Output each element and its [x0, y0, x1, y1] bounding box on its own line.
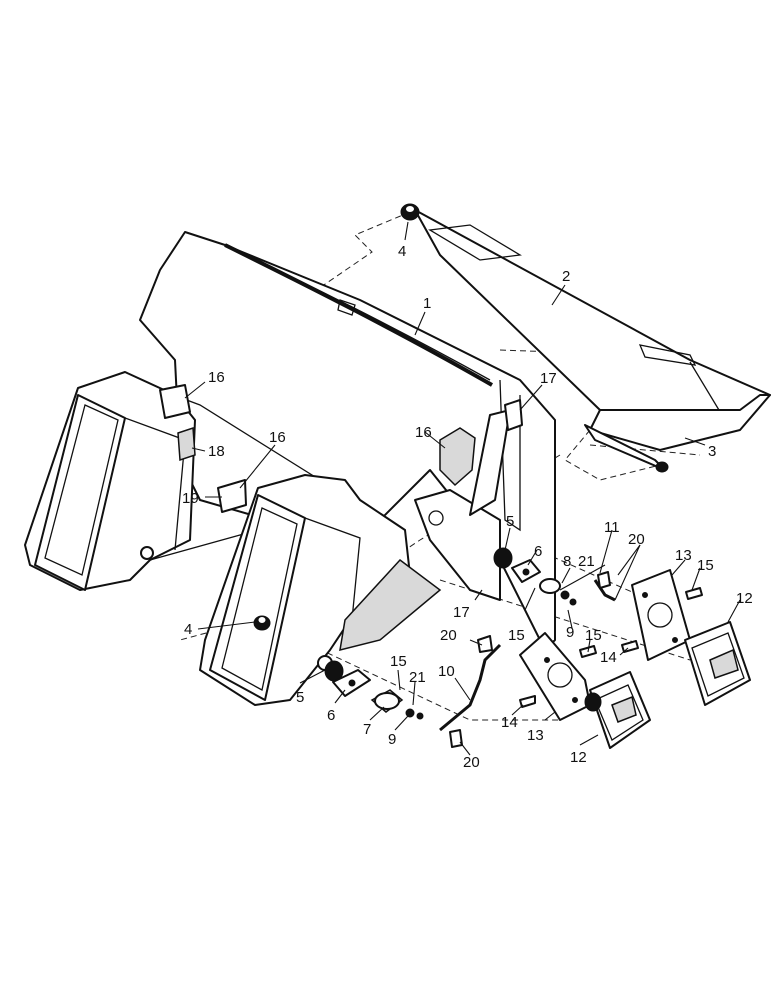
callout-6-lower: 6 — [327, 707, 335, 724]
callout-16-center: 16 — [269, 429, 286, 446]
callout-2: 2 — [562, 268, 570, 285]
pivot-hardware-upper — [493, 547, 577, 606]
callout-14-lower: 14 — [501, 714, 518, 731]
callout-8: 8 — [563, 553, 571, 570]
callout-17-lower: 17 — [453, 604, 470, 621]
callout-15-mid: 15 — [508, 627, 525, 644]
callout-3: 3 — [708, 443, 716, 460]
callout-labels: 1 2 3 4 4 5 5 6 6 7 8 9 9 10 11 12 12 13… — [182, 243, 753, 771]
bracket-lower — [519, 632, 591, 721]
callout-20-mid: 20 — [440, 627, 457, 644]
callout-18: 18 — [208, 443, 225, 460]
callout-20-lower: 20 — [463, 754, 480, 771]
knob-lower — [253, 615, 271, 631]
callout-13-upper: 13 — [675, 547, 692, 564]
callout-6-upper: 6 — [534, 543, 542, 560]
callout-13-lower: 13 — [527, 727, 544, 744]
callout-1: 1 — [423, 295, 431, 312]
callout-15-upper-right: 15 — [697, 557, 714, 574]
callout-12-lower: 12 — [570, 749, 587, 766]
pads — [159, 384, 476, 513]
left-light-housing — [24, 371, 301, 591]
callout-19: 19 — [182, 490, 199, 507]
pivot-hardware-lower — [324, 660, 424, 720]
callout-7: 7 — [363, 721, 371, 738]
callout-9-lower: 9 — [388, 731, 396, 748]
callout-20-upper: 20 — [628, 531, 645, 548]
callout-16-left: 16 — [208, 369, 225, 386]
callout-4-top: 4 — [398, 243, 406, 260]
callout-14-upper: 14 — [600, 649, 617, 666]
callout-10: 10 — [438, 663, 455, 680]
callout-12-upper: 12 — [736, 590, 753, 607]
callout-4-lower: 4 — [184, 621, 192, 638]
callout-16-right: 16 — [415, 424, 432, 441]
callout-9-upper: 9 — [566, 624, 574, 641]
callout-21-lower: 21 — [409, 669, 426, 686]
knob-top — [400, 203, 420, 221]
callout-5-lower: 5 — [296, 689, 304, 706]
light-unit-upper — [684, 621, 751, 706]
callout-15-lower: 15 — [390, 653, 407, 670]
callout-21-upper: 21 — [578, 553, 595, 570]
callout-5-upper: 5 — [506, 513, 514, 530]
lower-rod-panel — [584, 394, 771, 473]
callout-17-upper: 17 — [540, 370, 557, 387]
right-light-housing — [199, 474, 501, 706]
linkage-rod — [439, 571, 616, 748]
callout-11: 11 — [604, 519, 620, 536]
leader-lines — [184, 221, 741, 756]
upright-plate — [469, 399, 523, 516]
callout-15-right: 15 — [585, 627, 602, 644]
light-unit-lower — [584, 671, 651, 749]
